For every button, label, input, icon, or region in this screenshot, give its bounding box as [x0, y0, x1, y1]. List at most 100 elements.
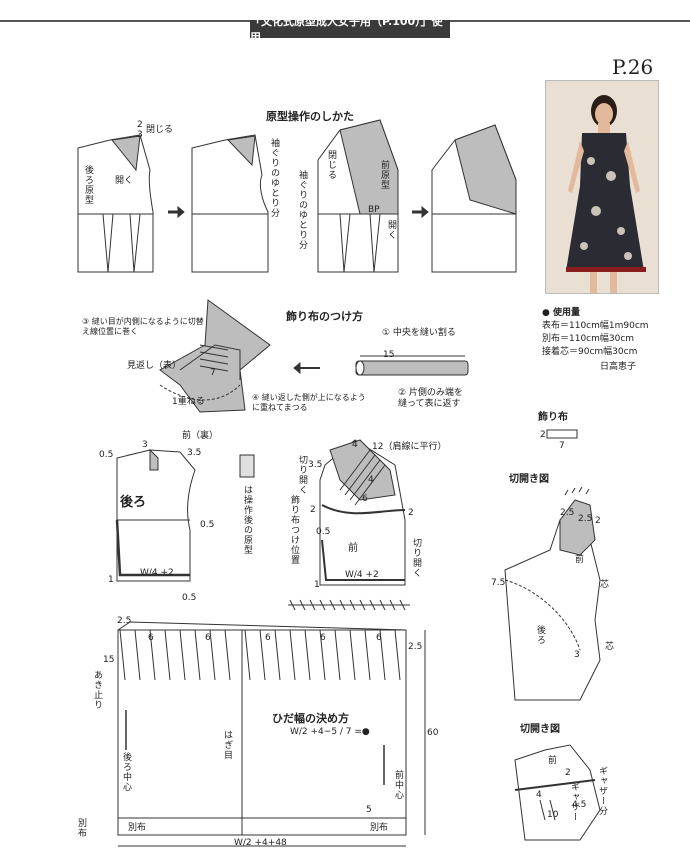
step1-result: [191, 134, 269, 273]
skirt-pleat-1: 6: [148, 633, 154, 643]
bodice-f4b: 4: [368, 475, 374, 485]
bodice-sosa-go: は操作後の原型: [242, 485, 252, 555]
kazarinuno-strip: [546, 429, 578, 439]
skirt-m25a: 2.5: [117, 616, 132, 626]
model-photo: [545, 80, 659, 294]
materials-omote: 表布＝110cm幅1m90cm: [542, 321, 649, 331]
step1-fraction-bottom: 3: [137, 130, 143, 140]
bodice-m05a: 0.5: [99, 450, 114, 460]
materials-betsu: 別布＝110cm幅30cm: [542, 334, 635, 344]
kirihiraki2-gyaza1: ギャザー分: [597, 766, 607, 816]
attach-tube: [355, 355, 469, 376]
step2-bp: BP: [368, 205, 380, 215]
skirt-pleat-4: 6: [320, 633, 326, 643]
step2-mae-genkei: 前原型: [379, 160, 389, 190]
attach-note4: ④ 縫い返した側が上になるように重ねてまつる: [252, 393, 366, 412]
bodice-kata-heiko: 12（肩線に平行）: [372, 442, 447, 452]
skirt-betsufu-right: 別布: [370, 823, 389, 833]
step1-ushiro-genkei: 後ろ原型: [83, 165, 93, 205]
step1-sodeguri: 袖ぐりのゆとり分: [269, 138, 279, 218]
kirihiraki-bottom-pattern: [514, 744, 601, 841]
skirt-pattern: [117, 621, 426, 847]
bodice-kazari-pos: 飾り布つけ位置: [289, 495, 299, 565]
step2-sodeguri: 袖ぐりのゆとり分: [297, 170, 307, 250]
kirihiraki-shin1: 芯: [600, 580, 610, 590]
bodice-mae: 前: [348, 543, 358, 554]
attach-note1: ① 中央を縫い割る: [382, 328, 456, 338]
skirt-pleat-3: 6: [265, 633, 271, 643]
attach-miboshi: 見返し（表）: [127, 361, 182, 371]
attach-note3: ③ 縫い目が内側になるように切替え線位置に巻く: [82, 317, 204, 336]
front-bodice-pattern: [288, 439, 410, 611]
title-hida-haba: ひだ幅の決め方: [272, 712, 349, 725]
skirt-width-formula: W/2 +4+48: [234, 838, 287, 848]
model-figure: [546, 81, 658, 293]
bodice-m3: 3: [142, 440, 148, 450]
step2-front-bodice: [317, 119, 399, 273]
bodice-m35: 3.5: [187, 448, 202, 458]
title-kazarinuno-tsukekata: 飾り布のつけ方: [286, 310, 363, 323]
skirt-m25b: 2.5: [408, 642, 423, 652]
bodice-kirihiraku2: 切り開く: [411, 538, 421, 578]
attach-len15: 15: [383, 350, 395, 360]
step1-hiraku: 開く: [115, 176, 134, 186]
bodice-kirihiraku1: 切り開く: [297, 455, 307, 495]
attach-note2: ② 片側のみ端を縫って表に返す: [398, 388, 463, 409]
title-kirihiraki-2: 切開き図: [520, 724, 560, 735]
kirihiraki2-v45: 4.5: [572, 800, 587, 810]
skirt-pleat-5: 6: [376, 633, 382, 643]
attach-len7: 7: [210, 368, 216, 378]
kazarinuno-w: 2: [540, 430, 546, 440]
skirt-m15: 15: [103, 655, 115, 665]
bodice-waist-back: W/4 +2: [140, 568, 174, 578]
kirihiraki-mae: 前: [575, 555, 585, 565]
skirt-akidomari: あき止り: [92, 670, 102, 710]
kirihiraki-right-pattern: [504, 486, 601, 701]
bodice-waist-front: W/4 +2: [345, 570, 379, 580]
attach-flounce-diagram: [159, 299, 271, 413]
kazarinuno-len: 7: [559, 441, 565, 451]
kirihiraki2-v4: 4: [536, 790, 542, 800]
step2-tojiru: 閉じる: [326, 150, 336, 180]
materials-heading: ● 使用量: [542, 308, 580, 318]
materials-secchaku: 接着芯＝90cm幅30cm: [542, 347, 638, 357]
bodice-f05: 0.5: [316, 527, 331, 537]
step2-hiraku: 開く: [386, 220, 396, 240]
attach-mae-ura: 前（裏）: [182, 431, 219, 441]
kirihiraki-ushiro: 後ろ: [535, 625, 545, 645]
skirt-m5: 5: [366, 805, 372, 815]
attach-kasaneru: 1重ねる: [172, 397, 205, 407]
skirt-ushiro-chushin: 後ろ中心: [121, 752, 131, 792]
kirihiraki-v75: 7.5: [491, 578, 506, 588]
author-name: 日高恵子: [600, 362, 637, 372]
bodice-m05b: 0.5: [200, 520, 215, 530]
step1-fraction-top: 2: [137, 120, 143, 130]
page-number: P.26: [612, 55, 654, 79]
bodice-f2a: 2: [310, 505, 316, 515]
back-bodice-pattern: [115, 448, 196, 582]
bodice-f6: 6: [362, 494, 368, 504]
step1-tojiru: 閉じる: [146, 125, 174, 135]
bodice-m1: 1: [108, 575, 114, 585]
bodice-ushiro: 後ろ: [120, 495, 147, 510]
kirihiraki-shin2: 芯: [605, 642, 615, 652]
kirihiraki2-mae: 前: [548, 756, 558, 766]
skirt-m60: 60: [427, 728, 439, 738]
kirihiraki-v25a: 2.5: [560, 508, 575, 518]
skirt-pleat-2: 6: [205, 633, 211, 643]
bodice-f2b: 2: [408, 508, 414, 518]
kirihiraki-v2: 2: [595, 516, 601, 526]
title-kirihiraki-1: 切開き図: [509, 474, 549, 485]
step2-result: [431, 124, 517, 273]
bodice-f1: 1: [314, 580, 320, 590]
kirihiraki2-gyaza2: ギャザー: [569, 782, 579, 822]
skirt-hagime: はぎ目: [222, 730, 232, 760]
kirihiraki2-v10: 10: [547, 810, 559, 820]
kirihiraki-v3: 3: [574, 650, 580, 660]
title-kazarinuno: 飾り布: [538, 412, 568, 423]
skirt-betsufu-left: 別布: [128, 823, 147, 833]
skirt-betsufu-side: 別布: [76, 818, 86, 838]
kirihiraki2-v2: 2: [565, 768, 571, 778]
bodice-f35: 3.5: [308, 460, 323, 470]
